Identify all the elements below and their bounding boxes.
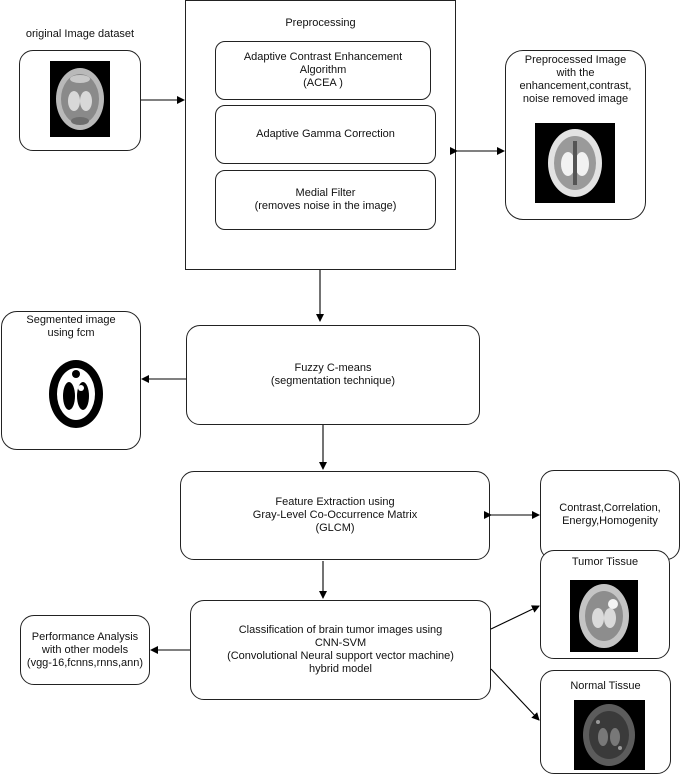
- brain-scan-icon: [579, 584, 629, 648]
- segmented-label: Segmented image using fcm: [26, 314, 116, 339]
- mri-normal-image: [574, 700, 645, 770]
- acea-box: Adaptive Contrast Enhancement Algorithm …: [215, 41, 431, 100]
- performance-analysis-box: Performance Analysis with other models (…: [20, 615, 150, 685]
- fuzzy-c-means-box: Fuzzy C-means (segmentation technique): [186, 325, 480, 425]
- gamma-correction-box: Adaptive Gamma Correction: [215, 105, 436, 164]
- brain-scan-icon: [56, 68, 104, 130]
- arrow-classification-to-tumor: [490, 605, 540, 630]
- arrow-classification-to-normal: [490, 668, 540, 721]
- mri-enhanced-image: [535, 123, 615, 203]
- normal-tissue-label: Normal Tissue: [570, 680, 641, 692]
- median-filter-box: Medial Filter (removes noise in the imag…: [215, 170, 436, 230]
- feature-extraction-box: Feature Extraction using Gray-Level Co-O…: [180, 471, 490, 560]
- classification-box: Classification of brain tumor images usi…: [190, 600, 491, 700]
- glcm-features-box: Contrast,Correlation, Energy,Homogenity: [540, 470, 680, 560]
- brain-scan-icon: [548, 129, 602, 197]
- mri-original-image: [50, 61, 110, 137]
- original-dataset-label: original Image dataset: [25, 28, 135, 40]
- preprocessed-label: Preprocessed Image with the enhancement,…: [519, 54, 632, 105]
- brain-scan-icon: [583, 704, 635, 766]
- tumor-tissue-label: Tumor Tissue: [571, 556, 639, 568]
- preprocessing-title: Preprocessing: [285, 17, 356, 29]
- mri-tumor-image: [570, 580, 638, 652]
- original-dataset-box: [19, 50, 141, 151]
